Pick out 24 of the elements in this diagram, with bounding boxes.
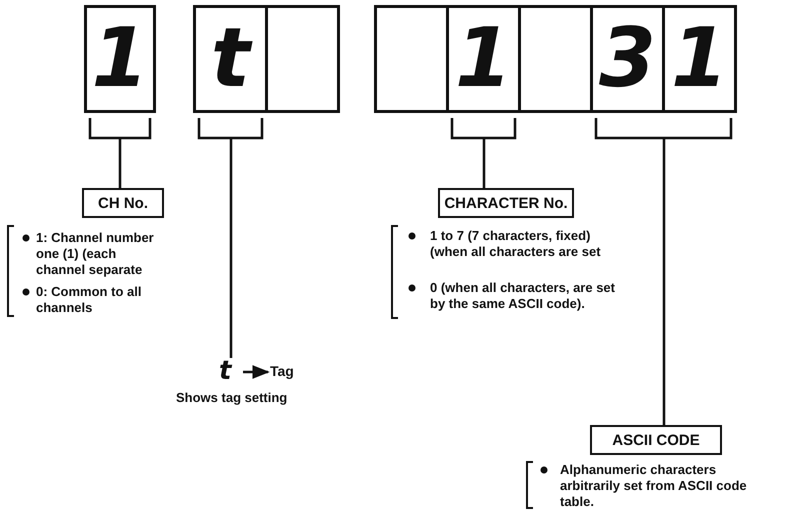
description-text: 0 (when all characters, are set by the same ASCII code).: [430, 280, 616, 312]
arrow: [243, 365, 270, 379]
display-cell: 1: [84, 5, 156, 113]
description-text: 1: Channel number one (1) (each channel separate: [36, 230, 155, 278]
description-text: 0: Common to all channels: [36, 284, 142, 316]
caption-text: Shows tag setting: [176, 390, 288, 406]
description-text: Alphanumeric characters arbitrarily set from ASCII code table.: [560, 462, 748, 510]
bracket-connector: [198, 116, 264, 360]
display-cell: t: [193, 5, 268, 113]
bracket-connector: [88, 116, 152, 190]
description-text: 1 to 7 (7 characters, fixed) (when all characters are set: [430, 228, 602, 260]
display-cell: [374, 5, 449, 113]
bracket-connector: [450, 116, 516, 190]
display-cell: [265, 5, 340, 113]
display-cell: 1: [662, 5, 737, 113]
display-cell: 3: [590, 5, 665, 113]
display-cell: 1: [446, 5, 521, 113]
title-box: ASCII CODE: [590, 425, 722, 455]
title-box: CH No.: [82, 188, 164, 218]
tag-text: Tag: [270, 364, 294, 378]
display-cell: [518, 5, 593, 113]
glyph-text: t: [219, 358, 232, 384]
bracket-connector: [594, 116, 732, 426]
title-box: CHARACTER No.: [438, 188, 574, 218]
